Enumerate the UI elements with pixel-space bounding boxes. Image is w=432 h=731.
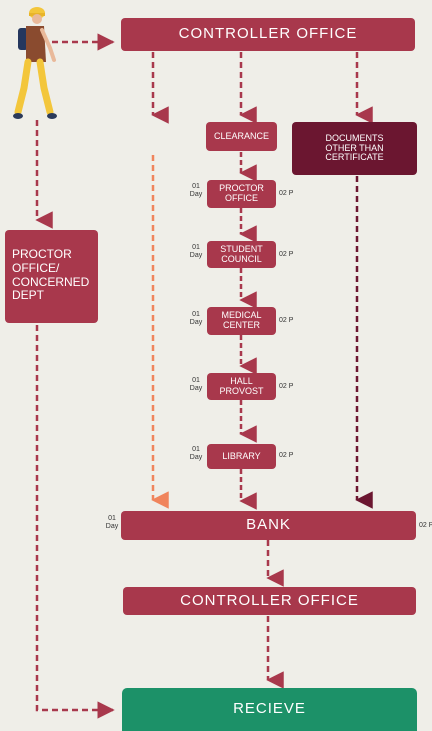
medical-center-box: MEDICAL CENTER xyxy=(207,307,276,335)
library-right-tag: 02 P xyxy=(279,452,293,460)
proctor-office-box: PROCTOR OFFICE xyxy=(207,180,276,208)
proctor-office-right-tag: 02 P xyxy=(279,190,293,198)
hall-provost-day-num: 01 xyxy=(192,377,200,384)
bank-right-tag: 02 P xyxy=(419,522,432,530)
proctor-concerned-dept-label: PROCTOR OFFICE/ CONCERNED DEPT xyxy=(12,247,90,303)
student-council-right-tag: 02 P xyxy=(279,251,293,259)
library-day-num: 01 xyxy=(192,446,200,453)
medical-center-right-tag: 02 P xyxy=(279,317,293,325)
bank-right-label: 02 P xyxy=(419,522,432,529)
student-council-day-tag: 01 Day xyxy=(187,244,205,259)
bank-day-tag: 01 Day xyxy=(103,515,121,530)
bank-box: BANK xyxy=(121,511,416,540)
documents-label: DOCUMENTS OTHER THAN CERTIFICATE xyxy=(325,132,384,163)
clearance-label: CLEARANCE xyxy=(213,130,269,141)
library-label: LIBRARY xyxy=(222,450,261,461)
bank-day-num: 01 xyxy=(108,515,116,522)
proctor-office-right-label: 02 P xyxy=(279,190,294,197)
library-day-unit: Day xyxy=(189,453,203,461)
proctor-office-day-tag: 01 Day xyxy=(187,183,205,198)
library-right-label: 02 P xyxy=(279,452,294,459)
medical-center-label: MEDICAL CENTER xyxy=(221,310,262,330)
hall-provost-day-tag: 01 Day xyxy=(187,377,205,392)
clearance-box: CLEARANCE xyxy=(206,122,277,151)
hall-provost-label: HALL PROVOST xyxy=(219,375,264,396)
hall-provost-day-unit: Day xyxy=(189,384,203,392)
hall-provost-right-label: 02 P xyxy=(279,383,294,390)
student-council-box: STUDENT COUNCIL xyxy=(207,241,276,268)
student-council-day-unit: Day xyxy=(189,251,203,259)
bank-label: BANK xyxy=(246,516,291,534)
library-box: LIBRARY xyxy=(207,444,276,469)
medical-center-right-label: 02 P xyxy=(279,317,294,324)
student-council-label: STUDENT COUNCIL xyxy=(220,243,263,264)
controller-office-top-box: CONTROLLER OFFICE xyxy=(121,18,415,51)
proctor-office-day-num: 01 xyxy=(192,183,200,190)
controller-office-bottom-box: CONTROLLER OFFICE xyxy=(123,587,416,615)
controller-office-top-label: CONTROLLER OFFICE xyxy=(178,25,358,43)
receive-label: RECIEVE xyxy=(233,700,306,718)
arrow-proctor-dept-to-receive xyxy=(35,325,115,719)
hall-provost-right-tag: 02 P xyxy=(279,383,293,391)
bank-day-unit: Day xyxy=(105,522,119,530)
proctor-office-day-unit: Day xyxy=(189,190,203,198)
medical-center-day-tag: 01 Day xyxy=(187,311,205,326)
hall-provost-box: HALL PROVOST xyxy=(207,373,276,400)
medical-center-day-unit: Day xyxy=(189,318,203,326)
library-day-tag: 01 Day xyxy=(187,446,205,461)
proctor-office-label: PROCTOR OFFICE xyxy=(219,183,264,203)
student-council-right-label: 02 P xyxy=(279,251,294,258)
walking-student-icon xyxy=(13,7,57,119)
student-council-day-num: 01 xyxy=(192,244,200,251)
controller-office-bottom-label: CONTROLLER OFFICE xyxy=(180,591,359,609)
receive-box: RECIEVE xyxy=(122,688,417,731)
documents-box: DOCUMENTS OTHER THAN CERTIFICATE xyxy=(292,122,417,175)
medical-center-day-num: 01 xyxy=(192,311,200,318)
proctor-concerned-dept-box: PROCTOR OFFICE/ CONCERNED DEPT xyxy=(5,230,98,323)
